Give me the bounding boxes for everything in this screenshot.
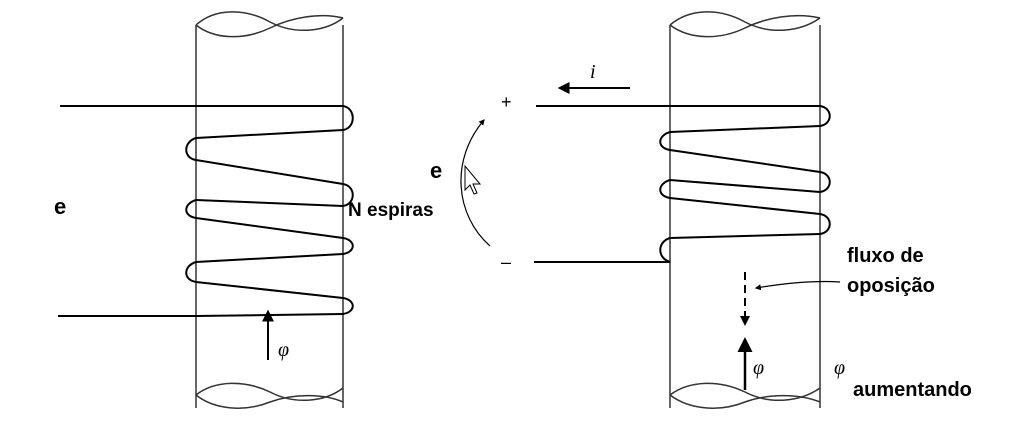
right-winding-lower-turn [659, 237, 671, 263]
current-label: i [590, 61, 596, 83]
mouse-pointer-icon [464, 164, 482, 195]
turns-label: N espiras [348, 200, 434, 221]
right-winding [534, 105, 831, 263]
left-winding-front [195, 129, 344, 317]
opposing-flux-pointer [754, 280, 841, 291]
plus-sign: + [501, 92, 512, 112]
increasing-label: aumentando [853, 379, 972, 401]
left-core [195, 11, 344, 409]
right-core [669, 11, 821, 409]
opposing-flux-label-line2: oposição [847, 275, 935, 297]
left-emf-label: e [54, 194, 66, 219]
left-winding [58, 105, 354, 317]
right-emf-label: e [430, 158, 442, 183]
left-flux-label: φ [278, 339, 289, 361]
right-winding-front [669, 125, 821, 239]
minus-sign: – [501, 252, 511, 272]
opposing-flux-label-line1: fluxo de [847, 245, 924, 267]
right-flux-label-outer: φ [834, 357, 845, 379]
emf-arc-arrow [460, 119, 491, 247]
right-flux-label-inner: φ [753, 357, 764, 379]
